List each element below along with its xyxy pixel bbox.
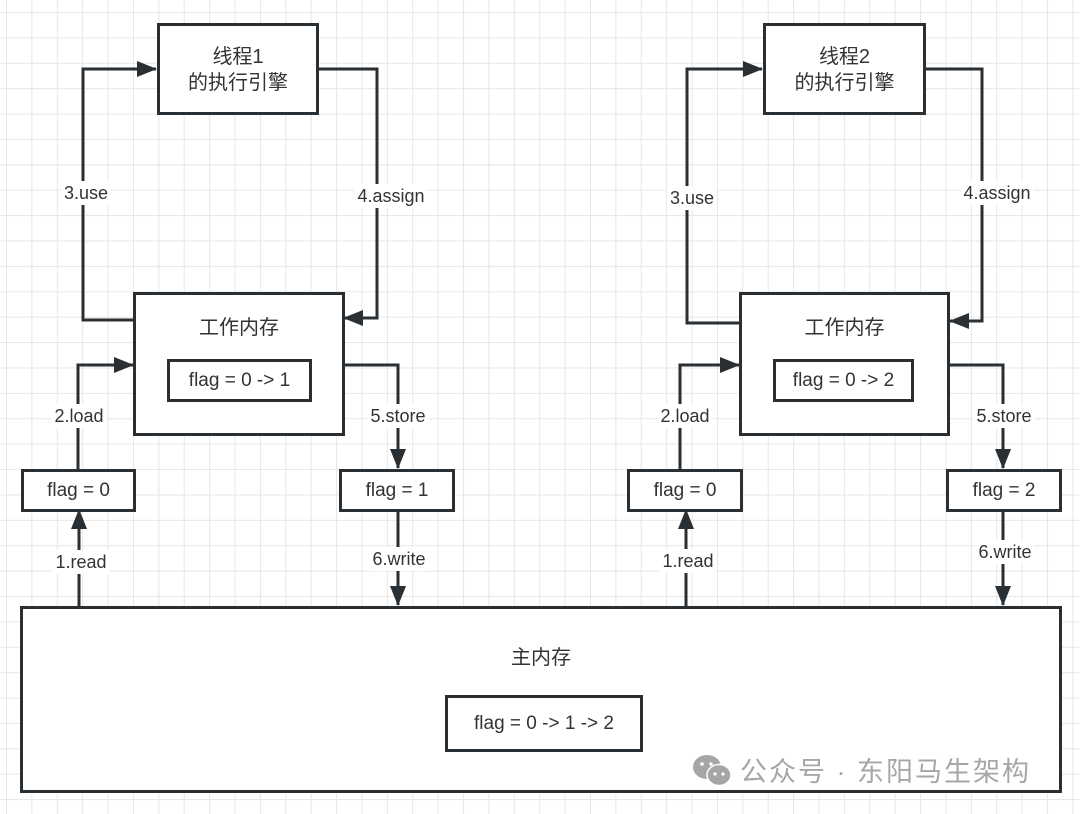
thread-2-working-memory-box: 工作内存 flag = 0 -> 2 (739, 292, 950, 436)
thread-2-store-copy-box: flag = 2 (946, 469, 1062, 512)
thread-1-working-memory-value: flag = 0 -> 1 (188, 369, 291, 391)
thread-2-write-label: 6.write (975, 540, 1035, 564)
thread-2-load-label: 2.load (657, 404, 713, 428)
thread-2-store-arrow (949, 363, 1011, 469)
thread-1-read-copy-box: flag = 0 (21, 469, 136, 512)
thread-2-engine-label-line1: 线程2 (818, 46, 871, 68)
thread-1-write-label: 6.write (369, 547, 429, 571)
thread-1-engine-box: 线程1 的执行引擎 (157, 23, 319, 115)
thread-2-engine-label-line2: 的执行引擎 (794, 72, 895, 94)
thread-1-working-memory-value-box: flag = 0 -> 1 (167, 359, 312, 402)
thread-2-read-label: 1.read (659, 549, 717, 573)
thread-1-store-label: 5.store (367, 404, 429, 428)
thread-1-working-memory-title: 工作内存 (199, 317, 279, 339)
thread-2-load-arrow (678, 357, 740, 470)
thread-2-read-copy-value: flag = 0 (653, 479, 717, 501)
thread-2-read-copy-box: flag = 0 (627, 469, 743, 512)
thread-1-working-memory-box: 工作内存 flag = 0 -> 1 (133, 292, 345, 436)
thread-1-store-arrow (343, 363, 406, 469)
thread-2-working-memory-value-box: flag = 0 -> 2 (773, 359, 914, 402)
main-memory-value-box: flag = 0 -> 1 -> 2 (445, 695, 643, 752)
thread-1-read-copy-value: flag = 0 (47, 479, 110, 501)
thread-1-store-copy-box: flag = 1 (339, 469, 455, 512)
main-memory-title: 主内存 (511, 647, 571, 669)
thread-1-engine-label-line2: 的执行引擎 (188, 72, 288, 94)
watermark-text: 公众号 · 东阳马生架构 (740, 757, 1031, 787)
thread-2-engine-box: 线程2 的执行引擎 (763, 23, 926, 115)
thread-2-assign-label: 4.assign (960, 181, 1034, 205)
main-memory-value: flag = 0 -> 1 -> 2 (474, 712, 614, 734)
thread-1-use-label: 3.use (60, 181, 112, 205)
thread-1-assign-label: 4.assign (354, 184, 428, 208)
thread-2-working-memory-title: 工作内存 (804, 317, 885, 339)
thread-2-working-memory-value: flag = 0 -> 2 (792, 369, 895, 391)
thread-1-store-copy-value: flag = 1 (365, 479, 429, 501)
thread-1-engine-label-line1: 线程1 (212, 46, 264, 68)
thread-2-use-label: 3.use (666, 186, 718, 210)
thread-2-store-label: 5.store (973, 404, 1035, 428)
thread-2-store-copy-value: flag = 2 (972, 479, 1036, 501)
thread-1-load-label: 2.load (51, 404, 107, 428)
watermark: 公众号 · 东阳马生架构 (692, 750, 1031, 789)
thread-1-read-label: 1.read (52, 550, 110, 574)
thread-1-load-arrow (76, 357, 134, 470)
wechat-icon (693, 754, 732, 786)
main-memory-box: 主内存 flag = 0 -> 1 -> 2 (20, 606, 1062, 793)
